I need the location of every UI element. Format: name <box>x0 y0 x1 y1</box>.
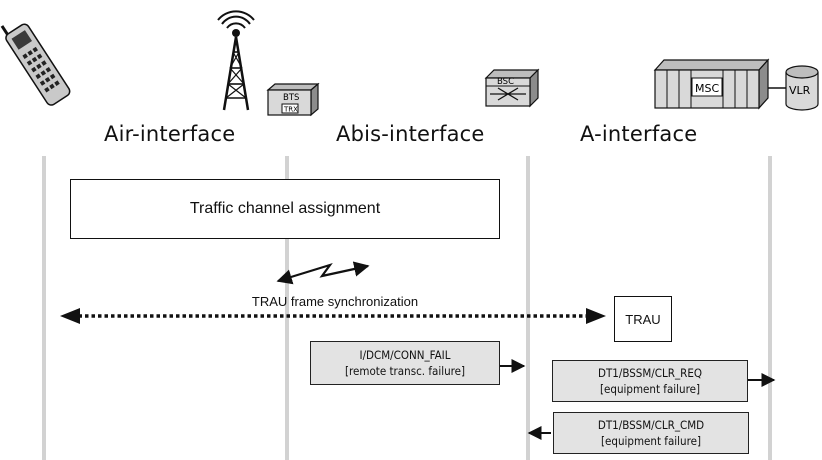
lane-divider-ms <box>42 156 46 460</box>
antenna-tower-icon <box>217 10 255 111</box>
trau-sync-arrow <box>60 308 606 324</box>
clr-cmd-line2: [equipment failure] <box>600 434 701 448</box>
trx-text: TRX <box>283 106 298 114</box>
vlr-database-icon <box>785 65 819 111</box>
conn-fail-line1: I/DCM/CONN_FAIL <box>359 348 451 362</box>
clr-req-line1: DT1/BSSM/CLR_REQ <box>597 366 703 380</box>
traffic-channel-assignment-label: Traffic channel assignment <box>189 200 381 217</box>
conn-fail-line2: [remote transc. failure] <box>344 364 466 378</box>
trau-sync-label: TRAU frame synchronization <box>251 294 419 309</box>
clr-cmd-message: DT1/BSSM/CLR_CMD [equipment failure] <box>553 412 749 454</box>
lane-divider-abis-a <box>526 156 530 460</box>
bsc-cabinet-icon <box>484 68 540 108</box>
radio-link-icon <box>276 261 370 285</box>
a-interface-label: A-interface <box>580 122 698 146</box>
bts-text: BTS <box>283 93 299 103</box>
clr-cmd-line1: DT1/BSSM/CLR_CMD <box>597 418 705 432</box>
clr-req-message: DT1/BSSM/CLR_REQ [equipment failure] <box>552 360 748 402</box>
mobile-phone-icon <box>0 23 71 106</box>
traffic-channel-assignment-box: Traffic channel assignment <box>70 179 500 239</box>
lane-divider-air-abis <box>285 156 289 460</box>
bts-cabinet-icon <box>266 82 320 117</box>
air-interface-label: Air-interface <box>104 122 236 146</box>
trau-label: TRAU <box>625 311 661 327</box>
vlr-text: VLR <box>789 84 811 97</box>
bsc-text: BSC <box>497 77 514 87</box>
conn-fail-message: I/DCM/CONN_FAIL [remote transc. failure] <box>310 341 500 385</box>
trau-box: TRAU <box>614 296 672 342</box>
msc-rack-icon <box>653 58 786 110</box>
abis-interface-label: Abis-interface <box>336 122 485 146</box>
lane-divider-msc <box>768 156 772 460</box>
clr-req-line2: [equipment failure] <box>599 382 700 396</box>
msc-text: MSC <box>695 82 719 95</box>
